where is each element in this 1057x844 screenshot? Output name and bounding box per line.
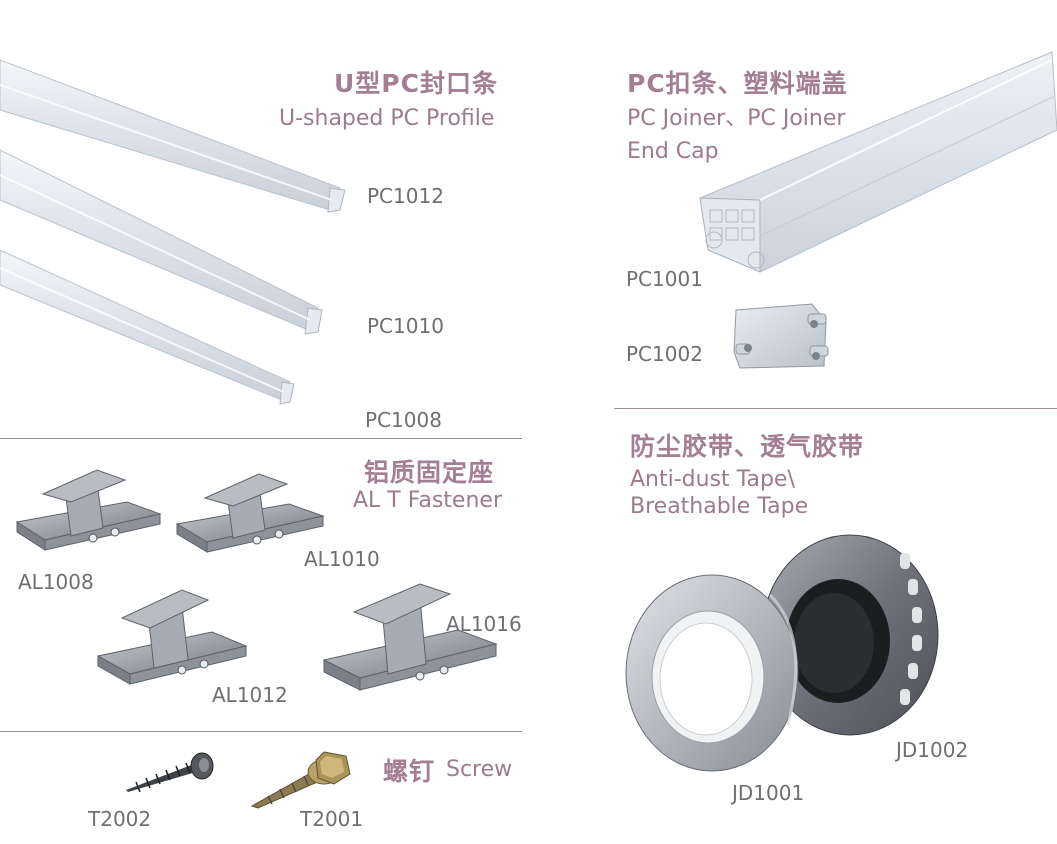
tape-title-en-line2: Breathable Tape — [630, 494, 809, 519]
code-pc1008: PC1008 — [365, 408, 442, 432]
fastener-title-cn: 铝质固定座 — [364, 458, 495, 487]
joiner-title-cn: PC扣条、塑料端盖 — [627, 69, 848, 98]
screw-title-cn: 螺钉 — [383, 757, 436, 786]
u-profile-strips-illustration — [0, 59, 346, 405]
code-al1016: AL1016 — [446, 612, 522, 636]
strip-pc1010 — [0, 149, 323, 335]
tape-roll-jd1001 — [625, 574, 799, 772]
al-fastener-al1012-illustration — [96, 589, 248, 685]
al-fastener-al1016-illustration — [322, 583, 498, 691]
screw-t2001-illustration — [250, 751, 351, 809]
code-pc1010: PC1010 — [367, 314, 444, 338]
strip-pc1012 — [0, 59, 346, 213]
pc-joiner-illustration — [699, 51, 1057, 273]
code-pc1002: PC1002 — [626, 342, 703, 366]
strip-pc1008 — [0, 249, 295, 405]
code-t2001: T2001 — [300, 807, 364, 831]
code-t2002: T2002 — [88, 807, 152, 831]
u-profile-title-cn: U型PC封口条 — [334, 69, 498, 98]
pc-end-cap-illustration — [733, 303, 829, 369]
al-fastener-al1010-illustration — [175, 473, 325, 553]
u-profile-title-en: U-shaped PC Profile — [279, 106, 495, 131]
al-fastener-al1008-illustration — [15, 469, 162, 551]
code-al1010: AL1010 — [304, 547, 380, 571]
tape-rolls-illustration — [625, 534, 939, 772]
divider-left-2 — [0, 731, 522, 732]
tape-title-en-line1: Anti-dust Tape\ — [630, 467, 795, 492]
code-al1008: AL1008 — [18, 570, 94, 594]
screw-title-en: Screw — [446, 757, 513, 782]
joiner-title-en-line1: PC Joiner、PC Joiner — [627, 106, 846, 131]
divider-left-1 — [0, 438, 522, 439]
joiner-title-en-line2: End Cap — [627, 139, 719, 164]
code-al1012: AL1012 — [212, 683, 288, 707]
code-pc1001: PC1001 — [626, 267, 703, 291]
screw-t2002-illustration — [126, 752, 214, 793]
code-jd1001: JD1001 — [732, 781, 805, 805]
divider-right-1 — [614, 408, 1057, 409]
code-pc1012: PC1012 — [367, 184, 444, 208]
fastener-title-en: AL T Fastener — [353, 488, 502, 513]
tape-title-cn: 防尘胶带、透气胶带 — [630, 432, 865, 461]
code-jd1002: JD1002 — [896, 738, 969, 762]
